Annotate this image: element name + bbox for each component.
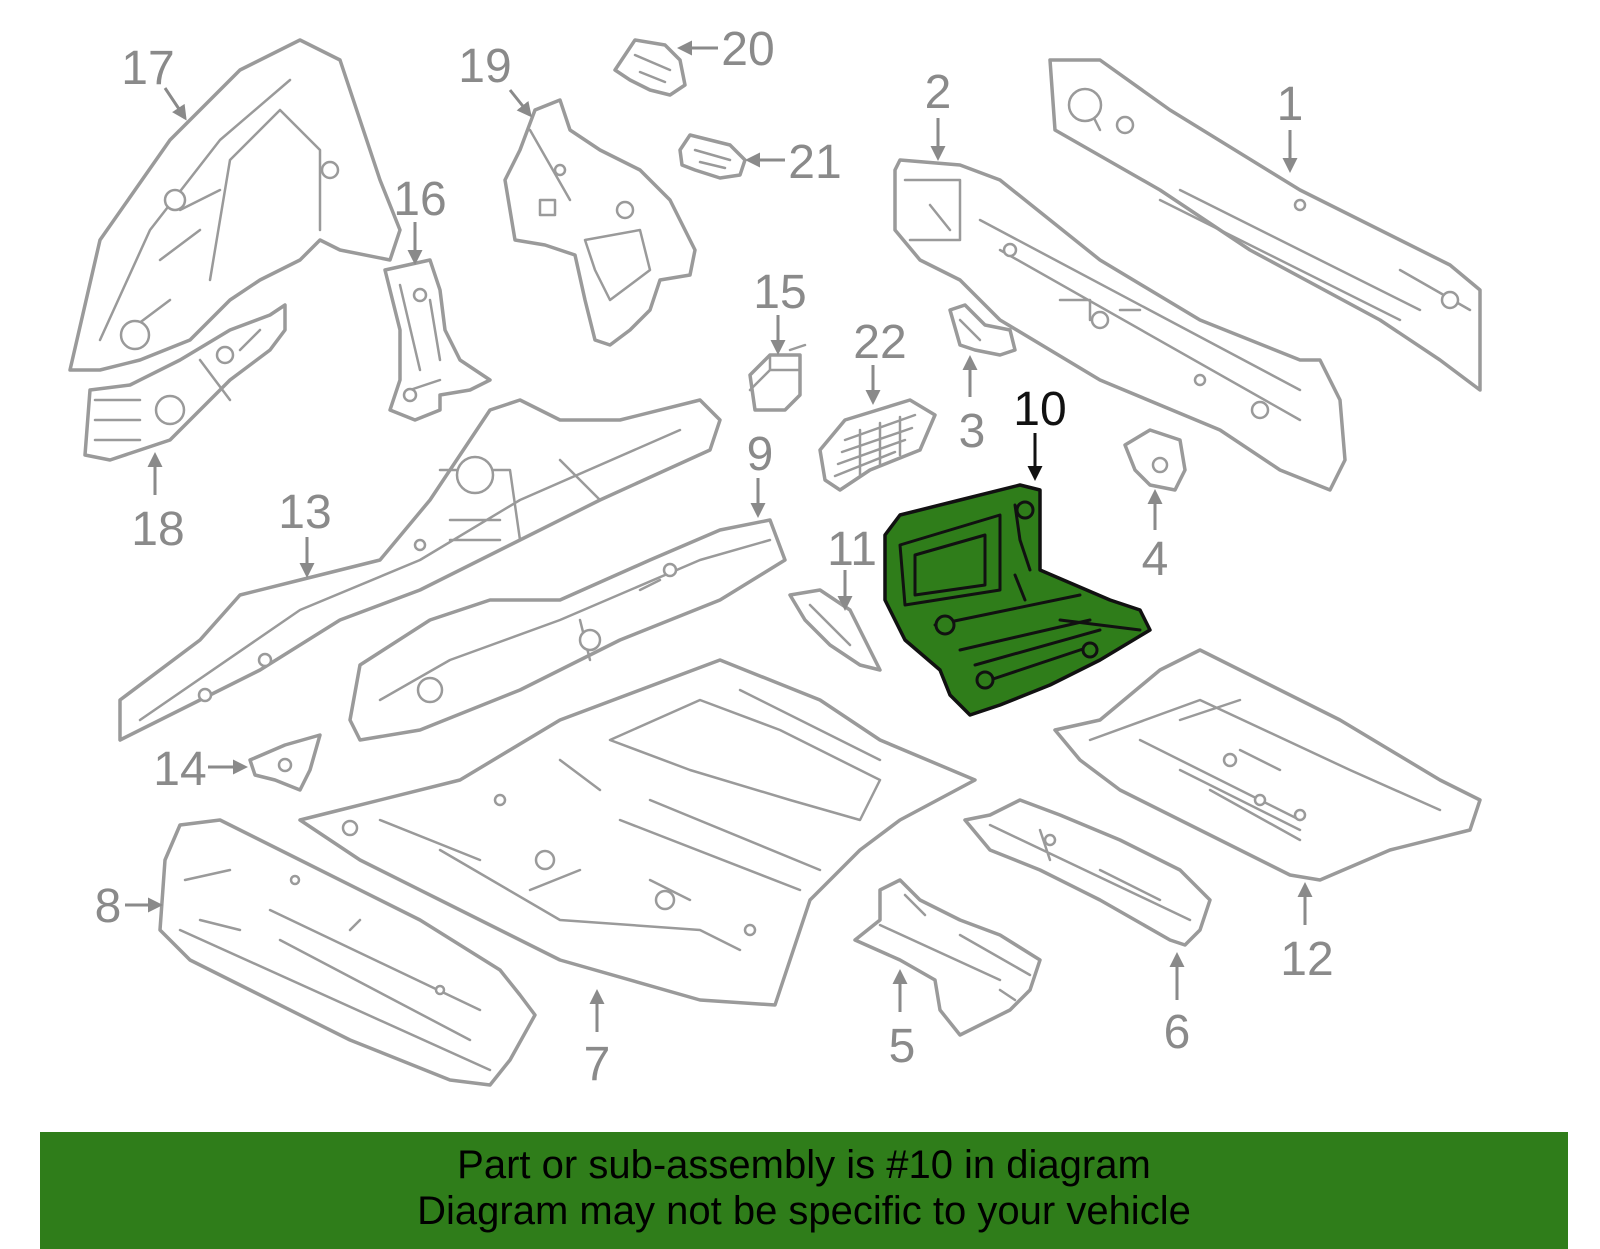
svg-text:3: 3 bbox=[959, 405, 986, 458]
callout-18: 18 bbox=[131, 452, 185, 556]
svg-text:1: 1 bbox=[1277, 78, 1304, 131]
callout-7: 7 bbox=[584, 989, 611, 1091]
svg-text:14: 14 bbox=[153, 743, 206, 796]
part-21[interactable] bbox=[678, 133, 747, 180]
part-4[interactable] bbox=[1123, 428, 1187, 492]
callout-11: 11 bbox=[827, 523, 877, 611]
svg-text:5: 5 bbox=[889, 1020, 916, 1073]
part-13[interactable] bbox=[118, 398, 722, 742]
parts-diagram: 17 19 20 21 16 15 22 2 1 3 4 9 bbox=[68, 23, 1482, 1091]
svg-text:16: 16 bbox=[393, 173, 446, 226]
part-9[interactable] bbox=[348, 518, 787, 742]
callout-4: 4 bbox=[1142, 489, 1169, 586]
svg-text:19: 19 bbox=[458, 40, 511, 93]
callout-21: 21 bbox=[745, 136, 842, 189]
part-15[interactable] bbox=[748, 343, 807, 412]
info-banner: Part or sub-assembly is #10 in diagram D… bbox=[40, 1132, 1568, 1249]
part-19[interactable] bbox=[503, 98, 697, 347]
part-10[interactable] bbox=[883, 483, 1152, 717]
part-22[interactable] bbox=[818, 398, 937, 492]
svg-text:10: 10 bbox=[1013, 383, 1066, 436]
banner-line-2: Diagram may not be specific to your vehi… bbox=[417, 1189, 1191, 1233]
callout-12: 12 bbox=[1280, 882, 1334, 986]
svg-text:2: 2 bbox=[925, 66, 952, 119]
part-11[interactable] bbox=[788, 588, 882, 672]
callout-3: 3 bbox=[959, 355, 986, 458]
part-20[interactable] bbox=[613, 38, 687, 97]
svg-text:21: 21 bbox=[788, 136, 841, 189]
callout-16: 16 bbox=[393, 173, 447, 265]
part-1[interactable] bbox=[1048, 58, 1482, 392]
svg-text:12: 12 bbox=[1280, 933, 1333, 986]
svg-text:13: 13 bbox=[278, 486, 331, 539]
callout-17: 17 bbox=[121, 42, 187, 121]
part-17[interactable] bbox=[68, 38, 402, 372]
callout-8: 8 bbox=[95, 880, 163, 933]
part-3[interactable] bbox=[948, 303, 1017, 357]
callout-15: 15 bbox=[753, 266, 807, 355]
part-16[interactable] bbox=[383, 258, 492, 422]
callout-1: 1 bbox=[1277, 78, 1304, 173]
svg-text:22: 22 bbox=[853, 316, 906, 369]
part-8[interactable] bbox=[158, 818, 537, 1087]
part-5[interactable] bbox=[853, 878, 1042, 1037]
svg-text:8: 8 bbox=[95, 880, 122, 933]
callout-20: 20 bbox=[677, 23, 775, 76]
callout-13: 13 bbox=[278, 486, 332, 578]
callout-14: 14 bbox=[153, 743, 248, 796]
callout-6: 6 bbox=[1164, 952, 1191, 1059]
callout-2: 2 bbox=[925, 66, 952, 161]
callout-10: 10 bbox=[1013, 383, 1067, 481]
part-14[interactable] bbox=[248, 733, 322, 792]
part-7[interactable] bbox=[298, 658, 977, 1007]
part-18[interactable] bbox=[83, 303, 287, 462]
banner-line-1: Part or sub-assembly is #10 in diagram bbox=[457, 1143, 1151, 1187]
svg-text:4: 4 bbox=[1142, 533, 1169, 586]
callout-22: 22 bbox=[853, 316, 907, 405]
svg-text:6: 6 bbox=[1164, 1006, 1191, 1059]
part-6[interactable] bbox=[963, 798, 1212, 947]
svg-text:18: 18 bbox=[131, 503, 184, 556]
svg-text:15: 15 bbox=[753, 266, 806, 319]
svg-text:7: 7 bbox=[584, 1038, 611, 1091]
callout-9: 9 bbox=[747, 428, 774, 518]
part-12[interactable] bbox=[1053, 648, 1482, 882]
svg-text:9: 9 bbox=[747, 428, 774, 481]
callout-5: 5 bbox=[889, 969, 916, 1073]
svg-text:17: 17 bbox=[121, 42, 174, 95]
svg-text:11: 11 bbox=[827, 523, 877, 576]
part-2[interactable] bbox=[893, 158, 1347, 492]
callout-19: 19 bbox=[458, 40, 532, 118]
svg-text:20: 20 bbox=[721, 23, 774, 76]
